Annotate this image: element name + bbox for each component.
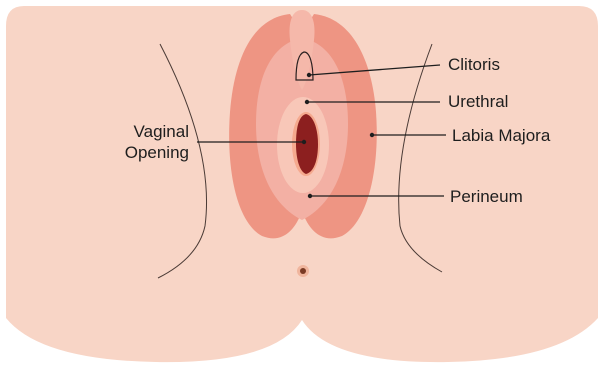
label-labia-majora: Labia Majora — [452, 126, 551, 145]
label-clitoris: Clitoris — [448, 55, 500, 74]
label-perineum: Perineum — [450, 187, 523, 206]
label-vaginal-line1: Vaginal — [134, 122, 189, 141]
label-urethral: Urethral — [448, 92, 508, 111]
anus-dot-icon — [297, 265, 309, 277]
label-vaginal-line2: Opening — [125, 143, 189, 162]
